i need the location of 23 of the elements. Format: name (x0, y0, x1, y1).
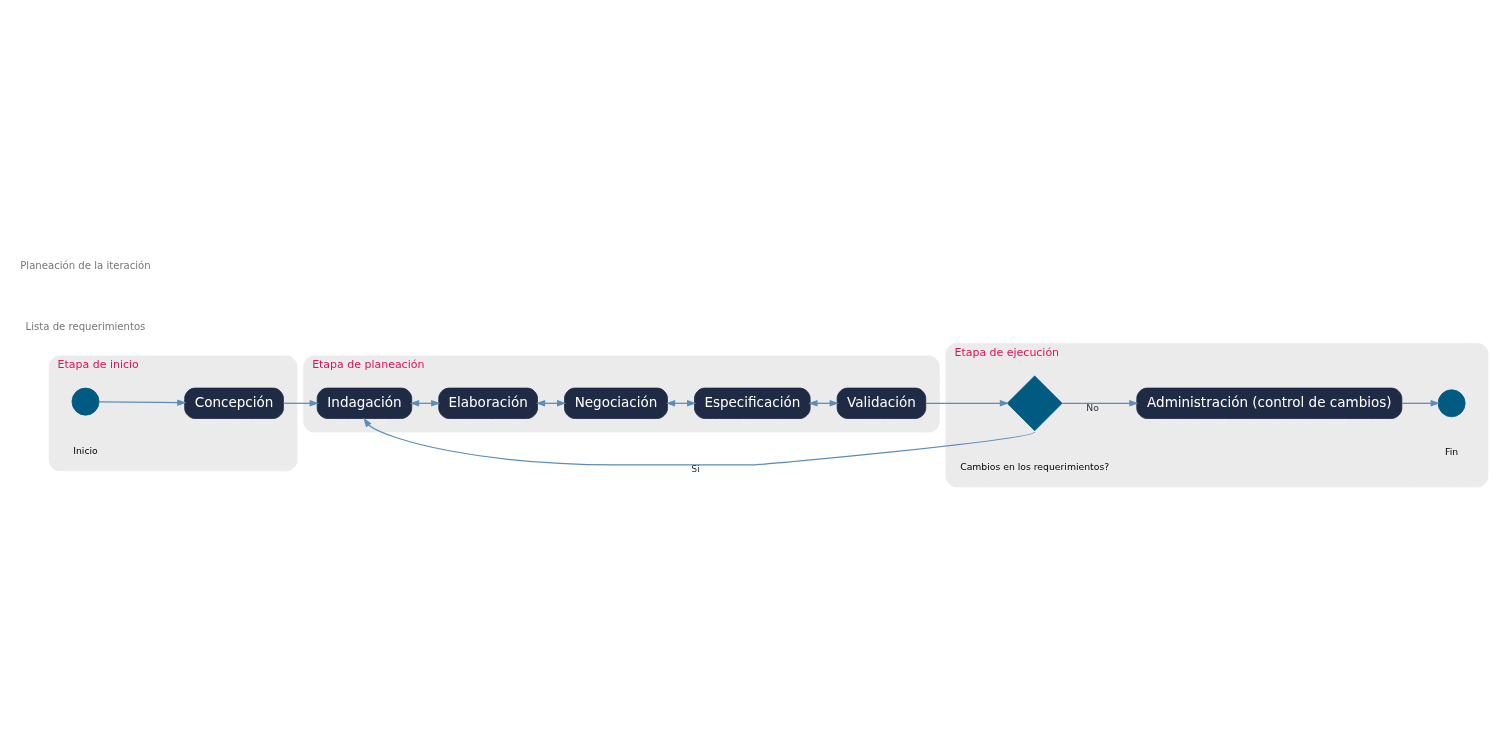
label: Planeación de la iteración (20, 259, 151, 271)
edge-label: Si (691, 462, 700, 474)
node-box: Especificación (694, 387, 811, 419)
node-box: Negociación (564, 387, 668, 419)
node-box: Elaboración (438, 387, 538, 419)
node-label: Cambios en los requerimientos? (960, 460, 1110, 472)
node-circle (71, 387, 100, 416)
node-diamond (1006, 374, 1063, 431)
node-label: Inicio (73, 444, 98, 456)
arrow (98, 398, 187, 406)
node-box: Concepción (184, 387, 284, 419)
arrow (925, 399, 1010, 407)
arrow (282, 399, 319, 407)
arrow (363, 417, 1036, 466)
node-box: Administración (control de cambios) (1136, 387, 1403, 419)
node-circle (1437, 388, 1466, 417)
arrow (1061, 399, 1139, 407)
node-box: Indagación (316, 387, 413, 419)
node-box: Validación (836, 387, 927, 419)
label: Lista de requerimientos (25, 320, 146, 332)
edge-label: No (1086, 401, 1099, 413)
arrow (1401, 399, 1440, 407)
node-label: Fin (1445, 445, 1459, 457)
